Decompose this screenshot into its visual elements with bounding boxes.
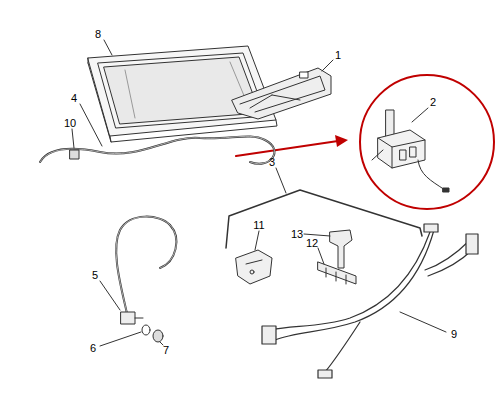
highlight-circle — [360, 75, 494, 209]
callout-number: 5 — [92, 269, 98, 281]
bracket-part — [232, 68, 331, 119]
leader-line — [160, 342, 163, 345]
leader-line — [100, 332, 141, 346]
cap-part — [153, 330, 163, 342]
callout-number: 8 — [95, 28, 101, 40]
leader-line — [400, 312, 446, 332]
clip-part — [70, 150, 79, 159]
leader-line — [100, 281, 120, 310]
callout-number: 4 — [71, 92, 77, 104]
switch-part — [372, 110, 449, 192]
leader-line — [80, 104, 102, 146]
callout-number: 13 — [291, 228, 303, 240]
hose-part — [40, 136, 274, 163]
o-ring-part — [142, 325, 150, 335]
hose-part — [116, 217, 176, 318]
wire-part — [226, 190, 422, 248]
callout-number: 2 — [430, 96, 436, 108]
fitting-part — [121, 312, 143, 324]
leader-line — [318, 248, 324, 264]
callout-number: 10 — [64, 117, 76, 129]
leader-line — [104, 40, 112, 55]
callout-number: 7 — [163, 344, 169, 356]
callout-number: 3 — [269, 156, 275, 168]
callout-number: 6 — [90, 342, 96, 354]
callout-number: 1 — [335, 49, 341, 61]
clip-part — [330, 230, 352, 268]
pointer-arrow — [236, 135, 348, 156]
callout-number: 12 — [306, 237, 318, 249]
leader-line — [322, 60, 333, 71]
leader-line — [255, 231, 259, 250]
connector-part — [318, 262, 356, 284]
wire-harness — [262, 224, 478, 378]
callout-number: 11 — [253, 219, 264, 231]
leader-line — [276, 168, 286, 193]
callout-number: 9 — [451, 328, 457, 340]
holder-part — [236, 250, 272, 284]
leader-line — [304, 234, 330, 236]
leader-line — [412, 108, 428, 122]
leader-line — [72, 129, 74, 148]
